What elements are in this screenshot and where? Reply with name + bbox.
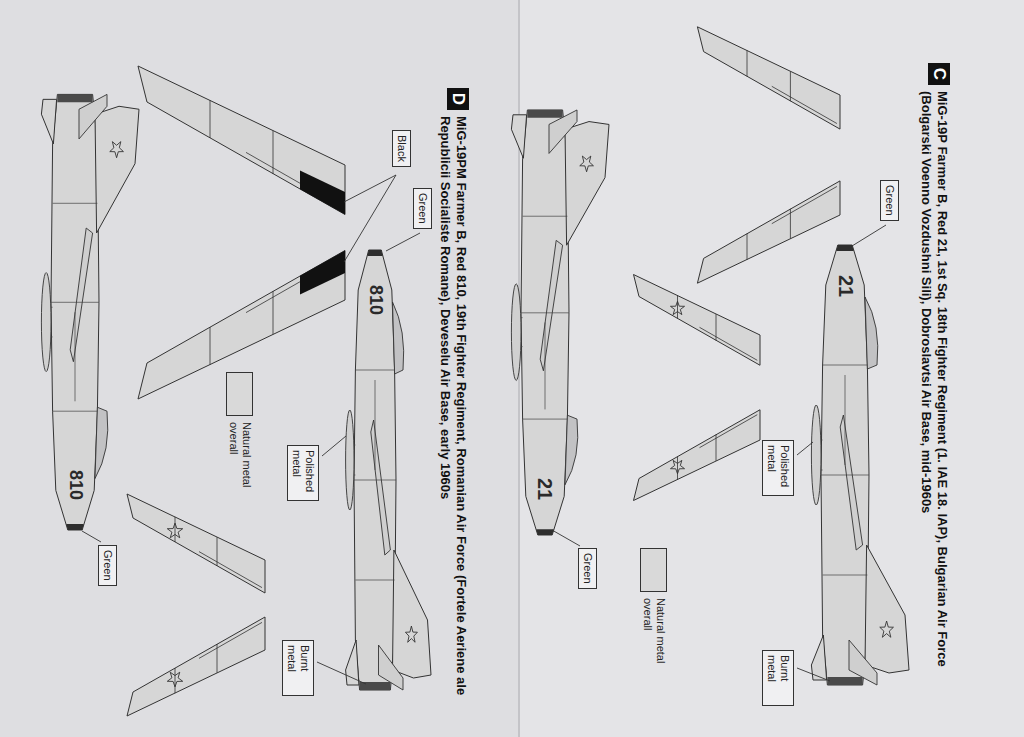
- wing-d-1: [138, 66, 345, 215]
- scheme-heading: D MiG-19PM Farmer B, Red 810, 19th Fighte…: [437, 88, 469, 701]
- right-page: [519, 0, 1024, 737]
- leader-line: [552, 530, 580, 546]
- wing-c-1: [697, 27, 840, 129]
- callout-text: Polished metal: [765, 445, 791, 491]
- wing-c-4-shape: [634, 410, 761, 501]
- colour-callout: Polished metal: [287, 445, 319, 501]
- wing-c-3-shape: [634, 275, 761, 366]
- wing-c-2-shape: [697, 181, 840, 283]
- leader-line: [797, 442, 813, 455]
- aircraft-d-right: [346, 250, 431, 690]
- aircraft-number: 21: [835, 275, 857, 297]
- legend-text: Natural metal overall: [641, 598, 667, 668]
- aircraft-number: 810: [65, 470, 85, 500]
- aircraft-c-right: [811, 245, 909, 685]
- leader-line: [82, 531, 101, 542]
- callout-text: Burnt metal: [285, 645, 311, 691]
- wing-star: [167, 523, 182, 538]
- legend-entry: Natural metal overall: [226, 372, 253, 492]
- colour-callout: Polished metal: [762, 440, 794, 496]
- callout-text: Black: [395, 135, 408, 162]
- legend-text: Natural metal overall: [227, 422, 253, 492]
- colour-callout: Green: [880, 180, 899, 221]
- leader-line: [797, 668, 830, 681]
- wing-d-4-shape: [127, 617, 265, 716]
- left-page: [0, 0, 519, 737]
- leader-line: [852, 225, 886, 246]
- scheme-heading: C MiG-19P Farmer B, Red 21, 1st Sq. 18th …: [918, 63, 950, 706]
- callout-text: Polished metal: [290, 450, 316, 496]
- callout-text: Green: [101, 550, 114, 581]
- wing-d-3: [127, 494, 265, 593]
- leader-line: [386, 233, 420, 251]
- leader-lines: [82, 175, 886, 684]
- leader-line: [322, 436, 346, 456]
- wing-d-3-shape: [127, 494, 265, 593]
- aircraft-d-left: [41, 94, 139, 530]
- aircraft-number: 21: [534, 478, 556, 500]
- wing-star: [167, 672, 182, 687]
- aircraft-number: 810: [365, 285, 385, 315]
- scheme-title: MiG-19PM Farmer B, Red 810, 19th Fighter…: [437, 116, 469, 701]
- colour-callout: Green: [578, 548, 597, 589]
- scheme-letter: C: [928, 63, 950, 85]
- wing-c-2: [697, 181, 840, 283]
- legend-swatch: [226, 372, 253, 416]
- scheme-title: MiG-19P Farmer B, Red 21, 1st Sq. 18th F…: [918, 91, 950, 706]
- wing-star: [670, 301, 684, 314]
- callout-text: Burnt metal: [765, 655, 791, 701]
- wing-d-2-patch: [300, 251, 345, 295]
- aircraft-c-left: [511, 110, 609, 535]
- wing-d-4: [127, 617, 265, 716]
- colour-callout: Green: [413, 188, 432, 229]
- colour-callout: Burnt metal: [282, 640, 314, 696]
- callout-text: Green: [416, 193, 429, 224]
- wing-d-1-patch: [300, 170, 345, 214]
- colour-callout: Green: [98, 545, 117, 586]
- legend-entry: Natural metal overall: [640, 548, 667, 668]
- callout-text: Green: [883, 185, 896, 216]
- colour-callout: Burnt metal: [762, 650, 794, 706]
- colour-callout: Black: [392, 130, 411, 167]
- wing-star: [670, 460, 684, 473]
- wing-d-1-shape: [138, 66, 345, 215]
- wing-c-1-shape: [697, 27, 840, 129]
- wing-c-3: [634, 275, 761, 366]
- callout-text: Green: [581, 553, 594, 584]
- scheme-letter: D: [447, 88, 469, 110]
- legend-swatch: [640, 548, 667, 592]
- wing-c-4: [634, 410, 761, 501]
- leader-line: [344, 175, 396, 262]
- leader-line: [317, 662, 366, 684]
